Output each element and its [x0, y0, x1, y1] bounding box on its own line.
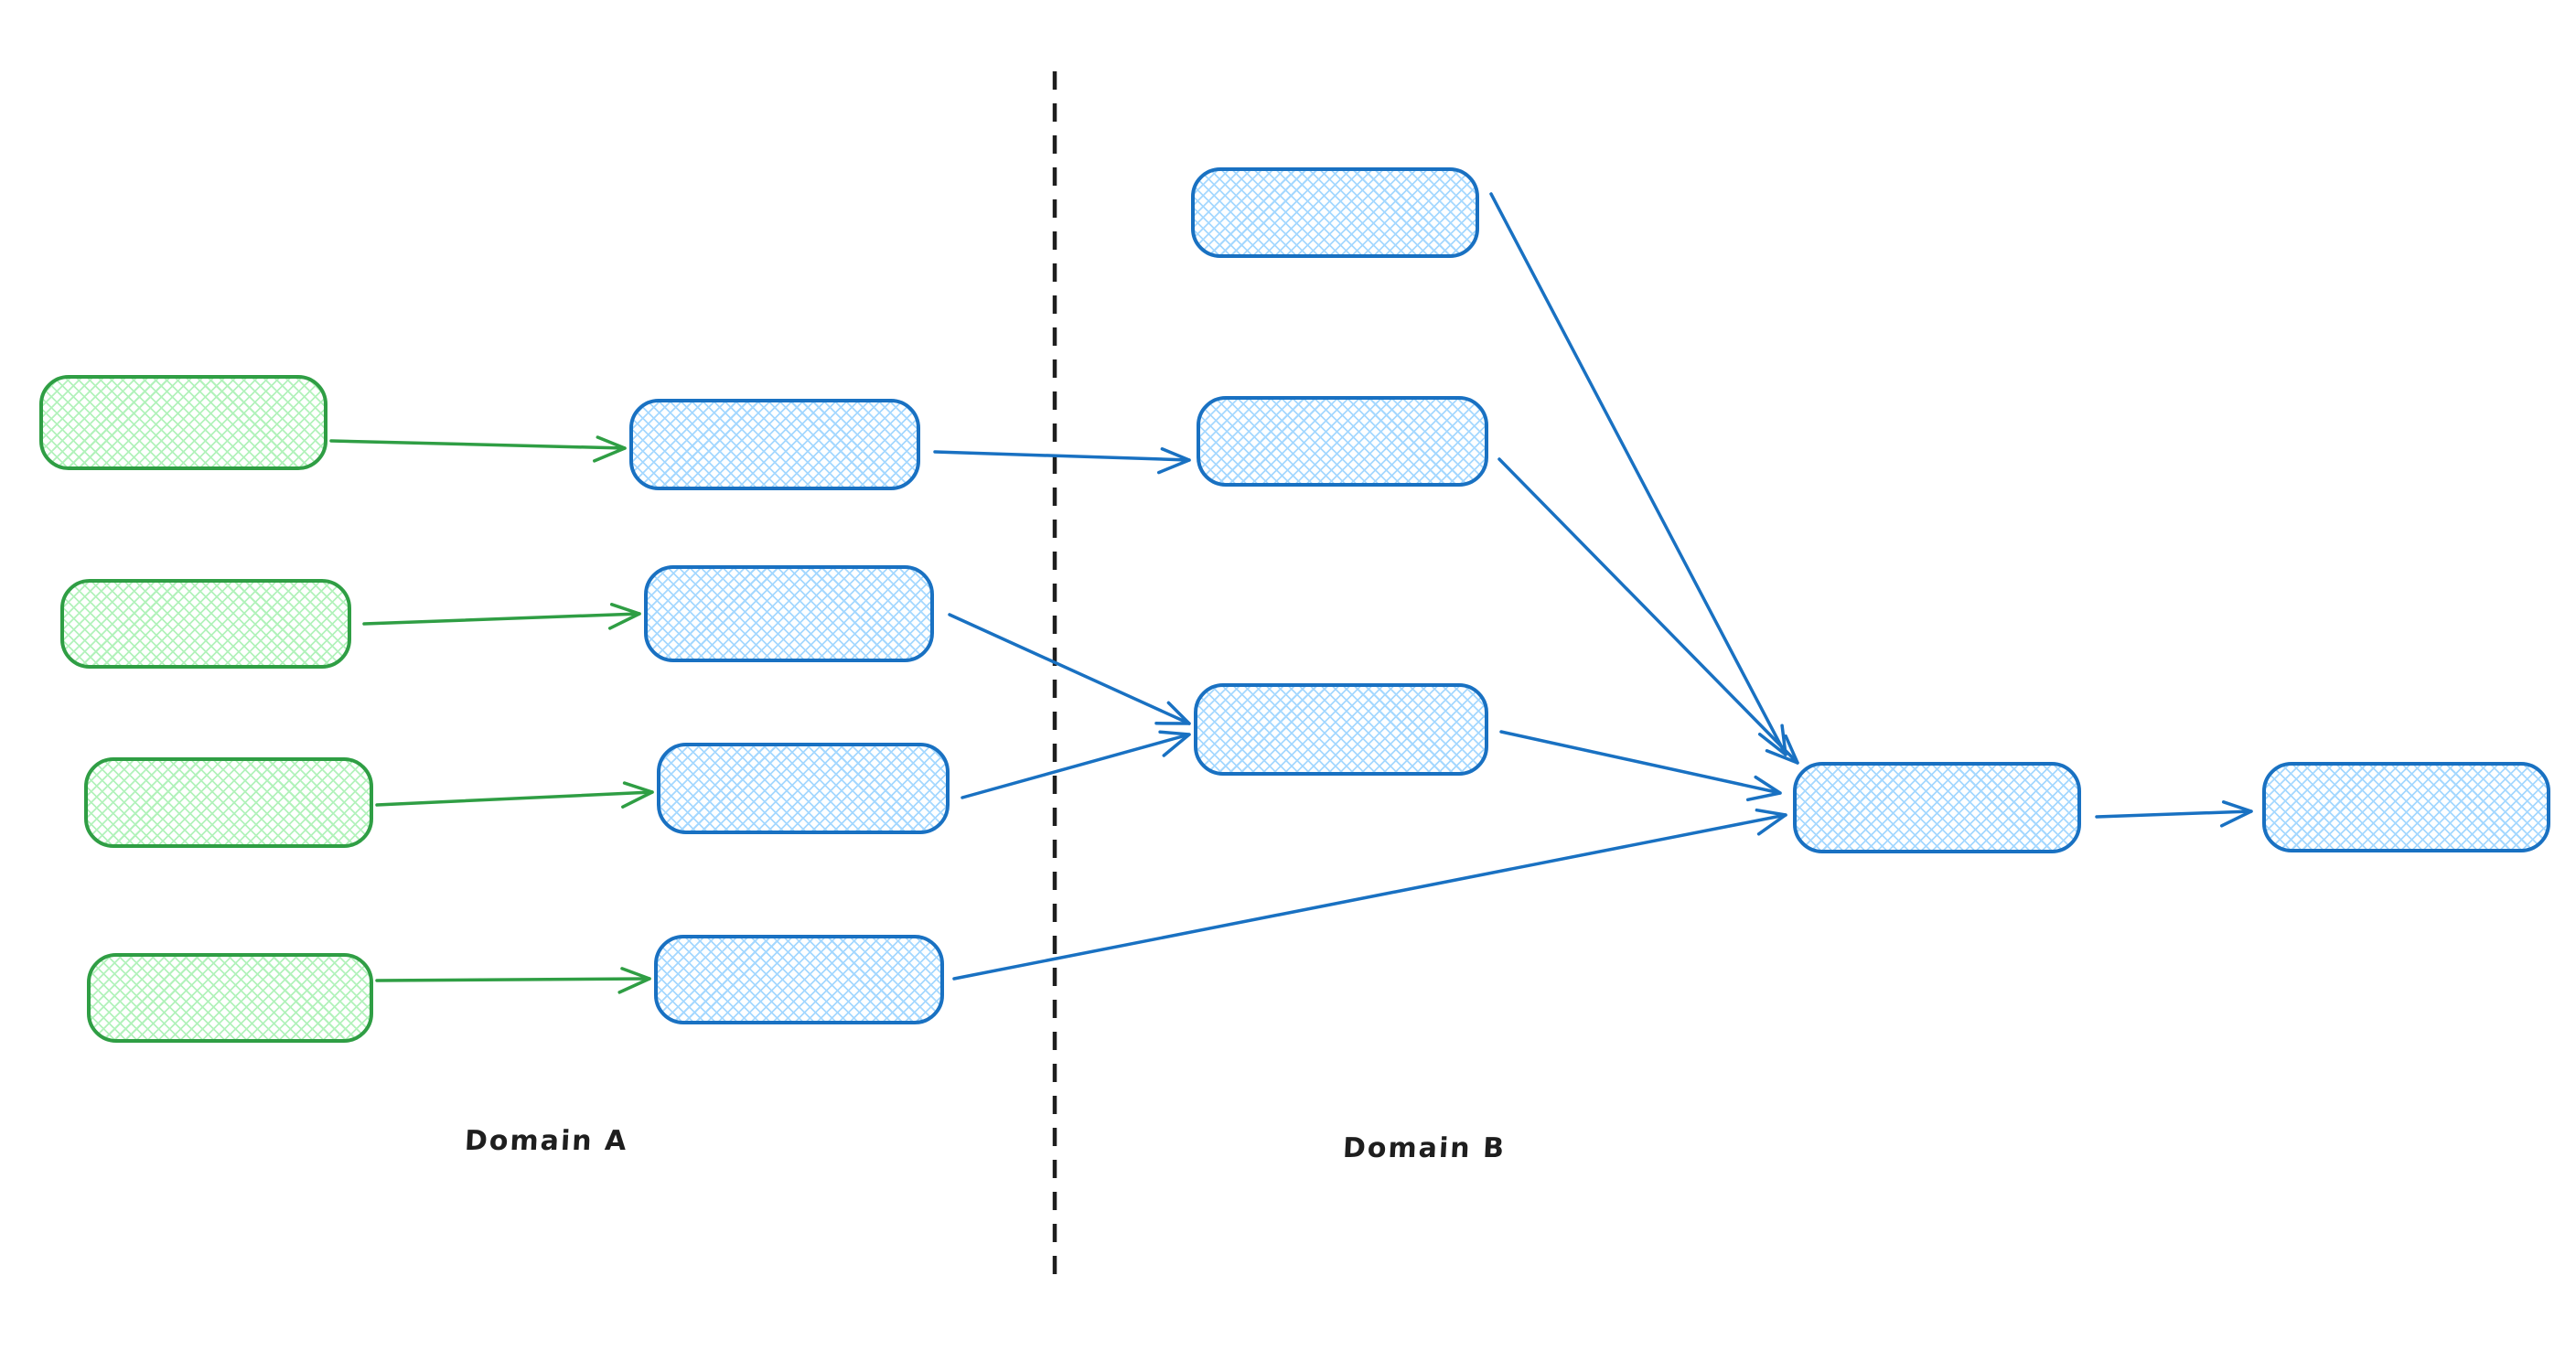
arrowhead-icon — [1156, 447, 1191, 475]
edge-stage2-4-to-hub — [952, 808, 1787, 981]
arrowhead-icon — [1745, 775, 1782, 802]
node-domain-a-source-4 — [87, 953, 373, 1043]
arrowhead-icon — [617, 967, 651, 994]
arrowhead-icon — [593, 435, 627, 463]
node-domain-a-stage2-2 — [644, 565, 934, 662]
arrowhead-icon — [1755, 808, 1787, 836]
arrowhead-icon — [1158, 730, 1191, 757]
edge-b2-to-hub — [1497, 457, 1799, 765]
node-domain-b-node-3 — [1194, 683, 1488, 776]
node-domain-b-node-2 — [1197, 396, 1488, 487]
arrowhead-icon — [1154, 701, 1191, 725]
arrowhead-icon — [1765, 734, 1799, 765]
node-domain-b-output — [2262, 762, 2550, 852]
edge-stage2-2-to-b3 — [948, 613, 1191, 725]
arrowhead-icon — [607, 603, 641, 630]
edge-a2-to-stage2-2 — [362, 603, 641, 630]
node-domain-b-hub — [1793, 762, 2081, 853]
edge-hub-to-output — [2095, 800, 2253, 828]
edge-stage2-3-to-b3 — [961, 730, 1191, 799]
edge-a1-to-stage2-1 — [329, 435, 627, 463]
node-domain-a-source-2 — [60, 579, 351, 669]
domain-b-label: Domain B — [1342, 1132, 1507, 1164]
node-domain-a-stage2-4 — [654, 935, 944, 1024]
node-domain-a-source-1 — [39, 375, 327, 470]
edge-a4-to-stage2-4 — [375, 967, 651, 994]
node-domain-a-source-3 — [84, 757, 373, 848]
arrowhead-icon — [2219, 800, 2253, 828]
node-domain-a-stage2-3 — [657, 743, 950, 834]
arrowhead-icon — [1757, 724, 1787, 756]
edge-b3-to-hub — [1499, 730, 1782, 802]
domain-a-label: Domain A — [464, 1125, 629, 1157]
arrowhead-icon — [621, 781, 654, 809]
edge-stage2-1-to-b2 — [933, 447, 1191, 475]
edge-a3-to-stage2-3 — [375, 781, 654, 809]
node-domain-b-node-1 — [1191, 167, 1479, 258]
node-domain-a-stage2-1 — [629, 399, 920, 490]
edge-b1-to-hub — [1489, 192, 1787, 756]
